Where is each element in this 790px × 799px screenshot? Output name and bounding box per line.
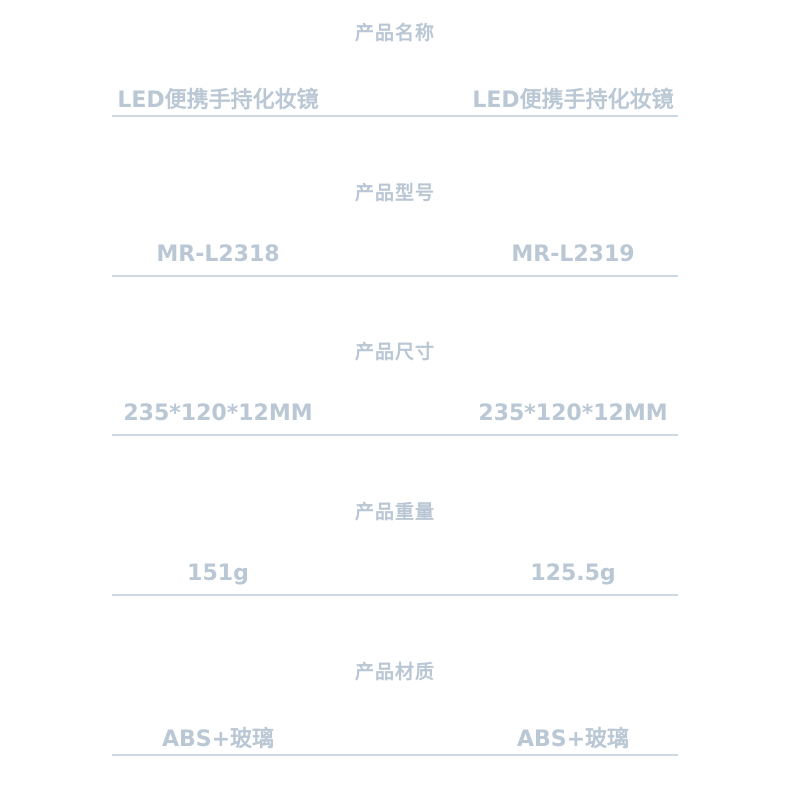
spec-value-left: 235*120*12MM [123,401,313,426]
divider [112,115,678,117]
spec-section-material: 产品材质 ABS+玻璃 ABS+玻璃 [0,639,790,799]
spec-value-left: LED便携手持化妆镜 [117,88,319,113]
divider [112,275,678,277]
spec-value-right: 125.5g [530,561,616,586]
spec-value-right: LED便携手持化妆镜 [472,88,674,113]
spec-section-size: 产品尺寸 235*120*12MM 235*120*12MM [0,319,790,479]
spec-value-right: MR-L2319 [511,242,635,267]
spec-label: 产品型号 [354,182,435,204]
spec-section-name: 产品名称 LED便携手持化妆镜 LED便携手持化妆镜 [0,0,790,160]
spec-label: 产品重量 [354,501,435,523]
spec-label: 产品尺寸 [354,341,435,363]
divider [112,434,678,436]
spec-value-left: 151g [187,561,249,586]
spec-value-left: ABS+玻璃 [161,727,275,752]
spec-value-left: MR-L2318 [156,242,280,267]
divider [112,594,678,596]
spec-section-model: 产品型号 MR-L2318 MR-L2319 [0,160,790,320]
spec-value-right: 235*120*12MM [478,401,668,426]
divider [112,754,678,756]
spec-value-right: ABS+玻璃 [516,727,630,752]
spec-section-weight: 产品重量 151g 125.5g [0,479,790,639]
spec-label: 产品名称 [354,22,435,44]
spec-label: 产品材质 [354,661,435,683]
